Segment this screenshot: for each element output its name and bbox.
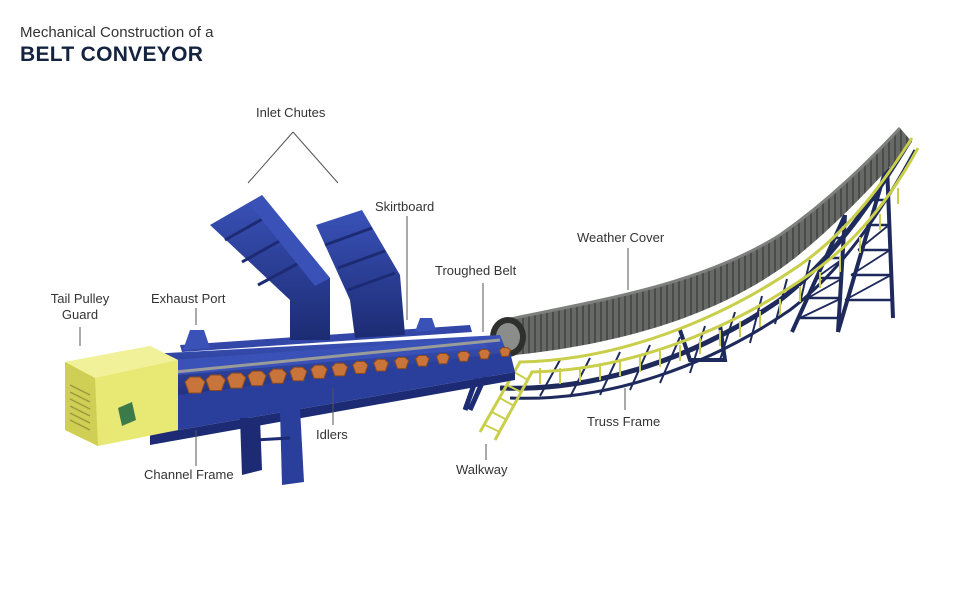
tail-pulley-guard: [65, 346, 178, 446]
page-subtitle: Mechanical Construction of a: [20, 24, 214, 41]
idler-roller: [331, 362, 349, 377]
label-tail-pulley-guard: Tail Pulley Guard: [40, 291, 120, 323]
idler-set: [184, 347, 512, 394]
idler-roller: [456, 351, 471, 362]
idler-roller: [352, 360, 369, 374]
troughed-belt: [174, 338, 501, 374]
inlet-chute-right: [316, 210, 405, 338]
idler-roller: [268, 368, 288, 384]
label-tail-pulley-guard-line2: Guard: [61, 307, 99, 322]
leader-lines: [79, 131, 629, 466]
truss-tower: [790, 164, 895, 333]
title-block: Mechanical Construction of a BELT CONVEY…: [20, 24, 213, 68]
label-truss-frame: Truss Frame: [587, 414, 661, 429]
label-channel-frame: Channel Frame: [144, 467, 234, 482]
label-exhaust-port: Exhaust Port: [151, 291, 226, 306]
idler-roller: [373, 358, 389, 372]
idler-roller: [289, 366, 308, 382]
exhaust-port: [183, 318, 436, 350]
label-idlers: Idlers: [316, 427, 348, 442]
idler-roller: [184, 376, 206, 394]
label-walkway: Walkway: [456, 462, 508, 477]
idler-roller: [226, 372, 247, 389]
inlet-chute-left: [210, 195, 330, 340]
idler-roller: [498, 347, 512, 357]
idler-roller: [205, 374, 226, 392]
channel-frame-legs: [240, 408, 304, 485]
idler-roller: [247, 370, 267, 387]
walkway: [478, 137, 920, 441]
label-inlet-chutes: Inlet Chutes: [256, 105, 326, 120]
label-troughed-belt: Troughed Belt: [435, 263, 517, 278]
label-weather-cover: Weather Cover: [577, 230, 665, 245]
idler-roller: [415, 354, 430, 367]
idler-roller: [394, 356, 410, 370]
page-title: BELT CONVEYOR: [20, 43, 204, 66]
idler-roller: [436, 352, 450, 365]
idler-roller: [310, 364, 328, 379]
label-tail-pulley-guard-line1: Tail Pulley: [50, 291, 110, 306]
idler-roller: [477, 349, 491, 360]
label-skirtboard: Skirtboard: [375, 199, 435, 214]
